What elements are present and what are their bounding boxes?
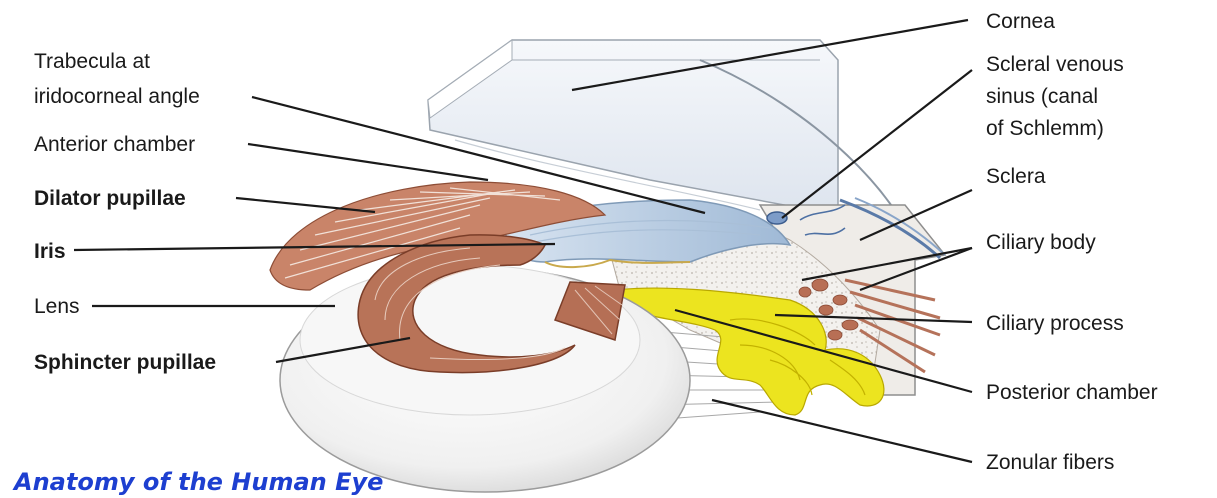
leader-anterior-chamber [248, 144, 488, 180]
label-posterior-chamber: Posterior chamber [986, 381, 1158, 404]
leader-zonular-fibers [712, 400, 972, 462]
label-cornea: Cornea [986, 10, 1055, 33]
label-zonular-fibers: Zonular fibers [986, 451, 1114, 474]
diagram-caption: Anatomy of the Human Eye [12, 468, 383, 496]
label-dilator-pupillae: Dilator pupillae [34, 187, 186, 210]
label-ciliary-process: Ciliary process [986, 312, 1124, 335]
label-scleral-line2: sinus (canal [986, 85, 1098, 108]
label-iris: Iris [34, 240, 66, 263]
label-scleral-line3: of Schlemm) [986, 117, 1104, 140]
label-lens: Lens [34, 295, 80, 318]
label-sphincter-pupillae: Sphincter pupillae [34, 351, 216, 374]
eye-illustration [270, 40, 945, 492]
label-scleral-line1: Scleral venous [986, 53, 1124, 76]
label-anterior-chamber: Anterior chamber [34, 133, 195, 156]
label-trabecula-line2: iridocorneal angle [34, 85, 200, 108]
label-ciliary-body: Ciliary body [986, 231, 1096, 254]
label-sclera: Sclera [986, 165, 1046, 188]
label-trabecula-line1: Trabecula at [34, 50, 150, 73]
